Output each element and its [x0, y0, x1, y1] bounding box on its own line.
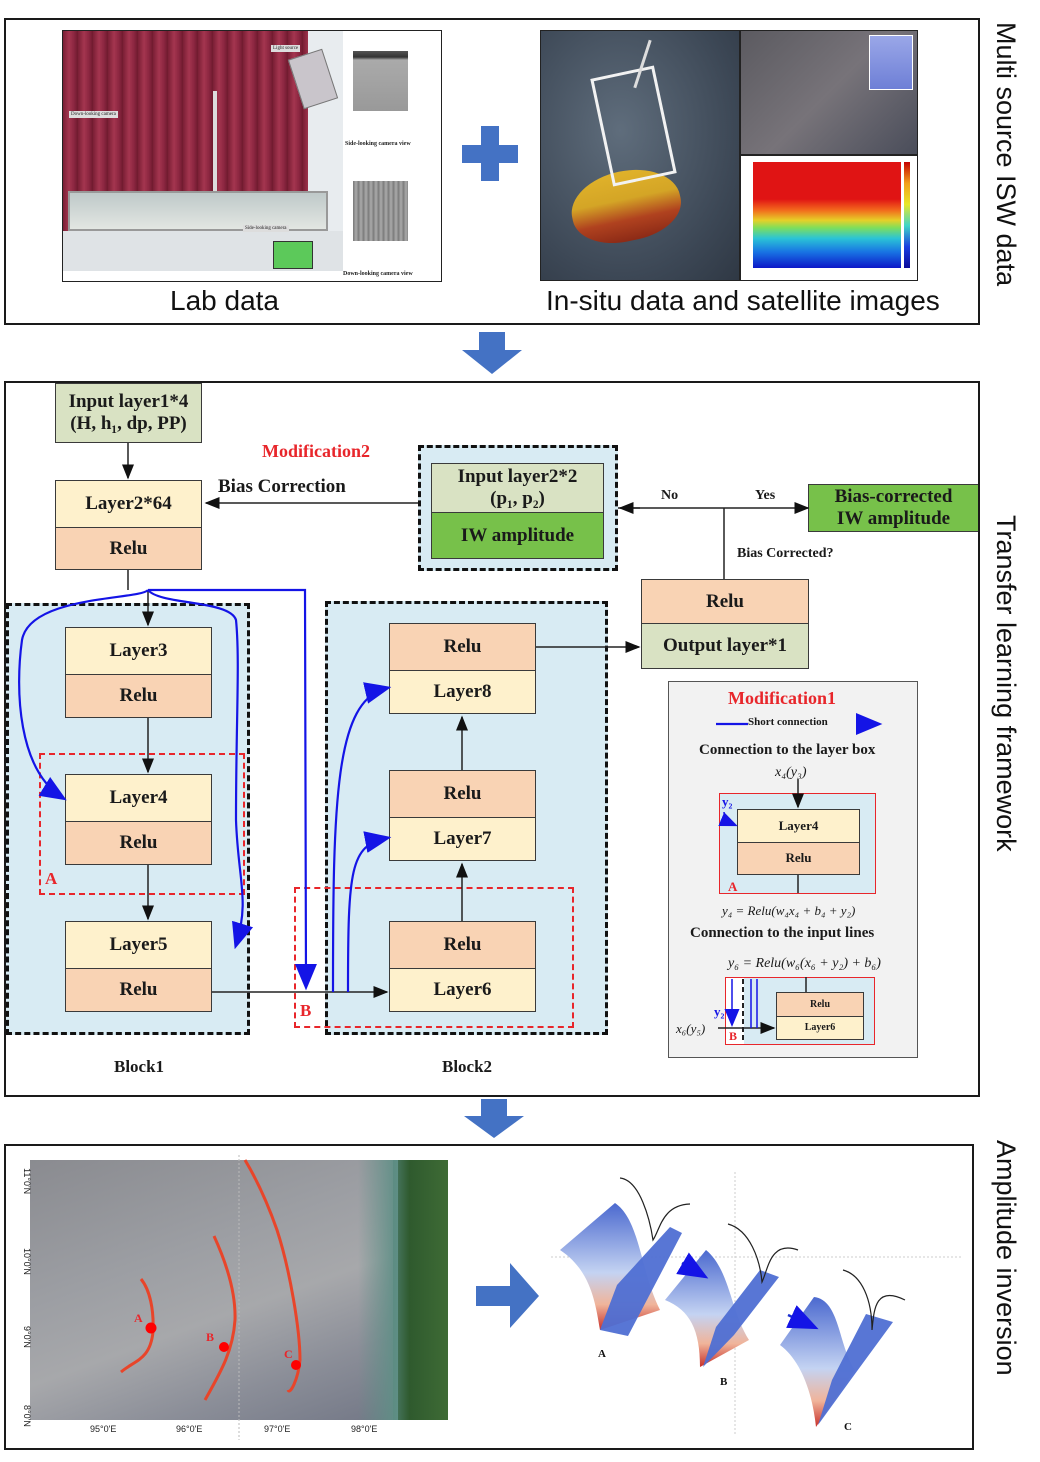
x4y3-label: x₄(y₃): [775, 765, 807, 780]
side-camera-annotation: Side-looking camera: [243, 225, 289, 232]
layer2-relu-box: Relu: [55, 527, 202, 570]
modification1-title: Modification1: [728, 688, 836, 708]
down-arrow-icon: [462, 332, 522, 374]
layer3-box: Layer3: [65, 627, 212, 675]
layer6-relu-box: Relu: [389, 921, 536, 969]
temperature-contour-plot: [740, 155, 918, 281]
relu-label: Relu: [119, 979, 158, 1001]
lab-data-caption: Lab data: [170, 285, 279, 316]
section-label-multi-source: Multi source ISW data: [991, 22, 1021, 287]
bias-corrected-question: Bias Corrected?: [737, 546, 834, 561]
layer8-box: Layer8: [389, 670, 536, 714]
layer7-relu-box: Relu: [389, 770, 536, 818]
insitu-caption: In-situ data and satellite images: [546, 285, 940, 316]
mini-layer4-label: Layer4: [778, 817, 819, 833]
relu-label: Relu: [119, 832, 158, 854]
input-layer1-params: (H, h₁, dp, PP): [70, 413, 187, 434]
mini-layer4-box: Layer4: [737, 809, 860, 843]
down-view-title: Down-looking camera view: [343, 271, 413, 277]
connection-input-lines-heading: Connection to the input lines: [690, 925, 875, 941]
plus-icon: [462, 126, 518, 181]
relu-label: Relu: [443, 783, 482, 805]
section-label-transfer-learning: Transfer learning framework: [991, 515, 1021, 852]
layer5-relu-box: Relu: [65, 968, 212, 1012]
connection-layer-box-heading: Connection to the layer box: [699, 742, 876, 758]
relu-label: Relu: [443, 636, 482, 658]
satellite-map: [30, 1160, 448, 1420]
region-a-label: A: [45, 869, 58, 888]
iw-amplitude-box: IW amplitude: [431, 512, 604, 559]
relu-label: Relu: [109, 537, 148, 559]
modification2-label: Modification2: [262, 441, 370, 461]
relu-label: Relu: [119, 685, 158, 707]
input-layer2-box: Input layer2*2 (p₁, p₂): [431, 463, 604, 513]
block2-label: Block2: [442, 1057, 493, 1076]
layer4-box: Layer4: [65, 774, 212, 822]
down-arrow-icon: [464, 1099, 524, 1138]
output-layer-box: Output layer*1: [641, 623, 809, 669]
relu-label: Relu: [706, 590, 744, 612]
mini-relu-box: Relu: [737, 842, 860, 875]
region-b-label: B: [300, 1001, 312, 1020]
no-label: No: [661, 488, 679, 503]
buoy-photo: [540, 30, 740, 281]
section-label-amplitude-inversion: Amplitude inversion: [991, 1140, 1021, 1376]
mini-a-label: A: [728, 879, 738, 894]
layer2-box: Layer2*64: [55, 480, 202, 528]
layer8-relu-box: Relu: [389, 623, 536, 671]
layer5-box: Layer5: [65, 921, 212, 969]
input-layer1-title: Input layer1*4: [68, 391, 189, 413]
bias-corrected-output-line1: Bias-corrected: [834, 486, 953, 508]
mini-y2-label-a: y₂: [722, 794, 733, 809]
input-layer1-box: Input layer1*4 (H, h₁, dp, PP): [55, 383, 202, 443]
layer5-label: Layer5: [109, 934, 168, 956]
layer2-label: Layer2*64: [85, 493, 172, 515]
layer4-label: Layer4: [109, 787, 168, 809]
block1-label: Block1: [114, 1057, 165, 1076]
yes-label: Yes: [755, 488, 776, 503]
short-connection-legend: Short connection: [748, 716, 828, 728]
lab-photo: Light source Down-looking camera Side-lo…: [62, 30, 442, 282]
bias-corrected-output-line2: IW amplitude: [836, 508, 951, 529]
mini-layer6-box: Layer6: [776, 1016, 864, 1040]
mini-relu-label: Relu: [810, 998, 830, 1010]
down-camera-annotation: Down-looking camera: [69, 111, 118, 118]
satellite-image: [740, 30, 918, 155]
layer4-relu-box: Relu: [65, 821, 212, 865]
mini-b-label: B: [729, 1029, 738, 1043]
output-layer-label: Output layer*1: [662, 635, 788, 657]
input-layer2-title: Input layer2*2: [457, 466, 578, 488]
mini-relu-box-b: Relu: [776, 992, 864, 1017]
bias-corrected-output-box: Bias-corrected IW amplitude: [808, 484, 978, 532]
mini-y2-label-b: y₂: [714, 1004, 725, 1019]
bias-correction-label: Bias Correction: [218, 476, 346, 497]
input-layer2-params: (p₁, p₂): [490, 488, 545, 509]
layer6-label: Layer6: [433, 979, 492, 1001]
layer7-label: Layer7: [433, 828, 492, 850]
layer3-label: Layer3: [109, 640, 168, 662]
output-relu-box: Relu: [641, 579, 809, 624]
layer8-label: Layer8: [433, 681, 492, 703]
mini-relu-label: Relu: [785, 850, 812, 866]
equation-y4: y₄ = Relu(w₄x₄ + b₄ + y₂): [722, 903, 856, 918]
equation-y6: y₆ = Relu(w₆(x₆ + y₂) + b₆): [728, 956, 881, 971]
x6y5-label: x₆(y₅): [676, 1021, 706, 1036]
layer6-box: Layer6: [389, 968, 536, 1012]
layer7-box: Layer7: [389, 817, 536, 861]
side-view-title: Side-looking camera view: [345, 141, 411, 147]
mini-layer6-label: Layer6: [804, 1022, 836, 1034]
light-source-annotation: Light source: [271, 45, 301, 52]
iw-amplitude-label: IW amplitude: [460, 524, 575, 546]
layer3-relu-box: Relu: [65, 674, 212, 718]
relu-label: Relu: [443, 934, 482, 956]
